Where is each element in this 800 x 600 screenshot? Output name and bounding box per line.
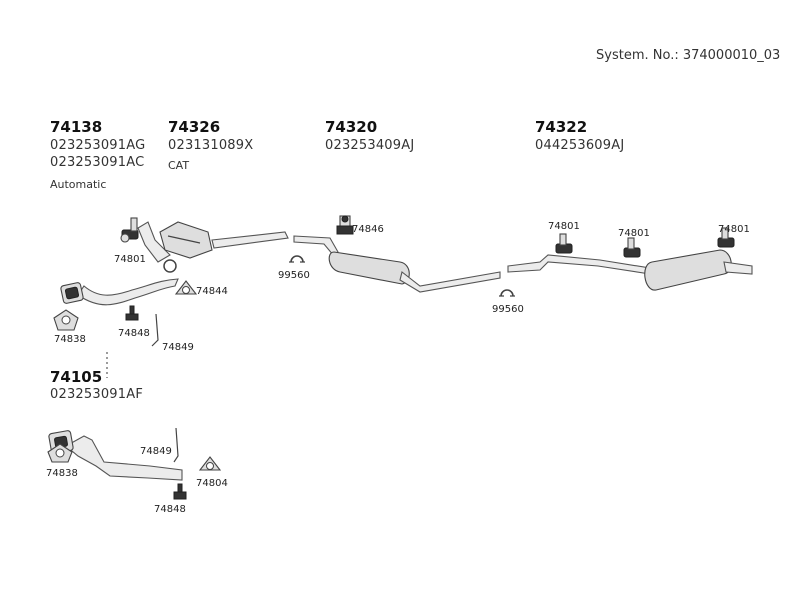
- callout-74801: 74801: [618, 228, 650, 239]
- part-number-74326: 74326: [168, 118, 221, 136]
- front-pipe-74138: [77, 221, 179, 306]
- oem-number: 023253091AF: [50, 387, 144, 402]
- callout-74848: 74848: [154, 504, 186, 515]
- callout-74848: 74848: [118, 328, 150, 339]
- bolt-74848-icon: [125, 305, 139, 321]
- callout-74844: 74844: [196, 286, 228, 297]
- callout-74849: 74849: [140, 446, 172, 457]
- callout-74804: 74804: [196, 478, 228, 489]
- clamp-99560-icon: [499, 289, 515, 297]
- gasket-74838-icon: [47, 443, 73, 463]
- callout-74801: 74801: [548, 221, 580, 232]
- callout-74849: 74849: [162, 342, 194, 353]
- bolt-74848-icon: [173, 483, 187, 500]
- rubber-hanger-icon: [717, 227, 735, 248]
- gasket-74838-icon: [53, 309, 79, 331]
- catalytic-converter-74326: [159, 221, 289, 259]
- callout-74801: 74801: [718, 224, 750, 235]
- clamp-74804-icon: [198, 456, 222, 471]
- callout-74838: 74838: [54, 334, 86, 345]
- callout-99560: 99560: [278, 270, 310, 281]
- part-note: CAT: [168, 159, 190, 172]
- system-number: System. No.: 374000010_03: [596, 48, 781, 63]
- rubber-hanger-icon: [120, 217, 139, 243]
- part-number-74320: 74320: [325, 118, 378, 136]
- clamp-99560-icon: [289, 255, 305, 263]
- callout-74838: 74838: [46, 468, 78, 479]
- front-pipe-74105: [65, 435, 183, 481]
- oem-number: 044253609AJ: [535, 138, 625, 153]
- part-number-74105: 74105: [50, 368, 103, 386]
- part-note: Automatic: [50, 178, 107, 191]
- hanger-rod-74849-icon: [151, 313, 159, 347]
- rubber-hanger-icon: [623, 237, 641, 258]
- callout-74846: 74846: [352, 224, 384, 235]
- oem-number: 023131089X: [168, 138, 254, 153]
- callout-99560: 99560: [492, 304, 524, 315]
- oem-number: 023253091AC: [50, 155, 145, 170]
- clamp-ring-icon: [163, 259, 177, 273]
- hanger-rod-74849-icon: [173, 427, 179, 463]
- middle-muffler-74320: [293, 235, 501, 293]
- part-number-74322: 74322: [535, 118, 588, 136]
- bracket-74846-icon: [336, 215, 354, 235]
- clamp-74844-icon: [174, 280, 198, 295]
- part-number-74138: 74138: [50, 118, 103, 136]
- rubber-hanger-icon: [555, 233, 573, 254]
- oem-number: 023253091AG: [50, 138, 146, 153]
- manifold-flange-icon: [60, 282, 84, 304]
- oem-number: 023253409AJ: [325, 138, 415, 153]
- callout-74801: 74801: [114, 254, 146, 265]
- rear-muffler-74322: [507, 249, 753, 291]
